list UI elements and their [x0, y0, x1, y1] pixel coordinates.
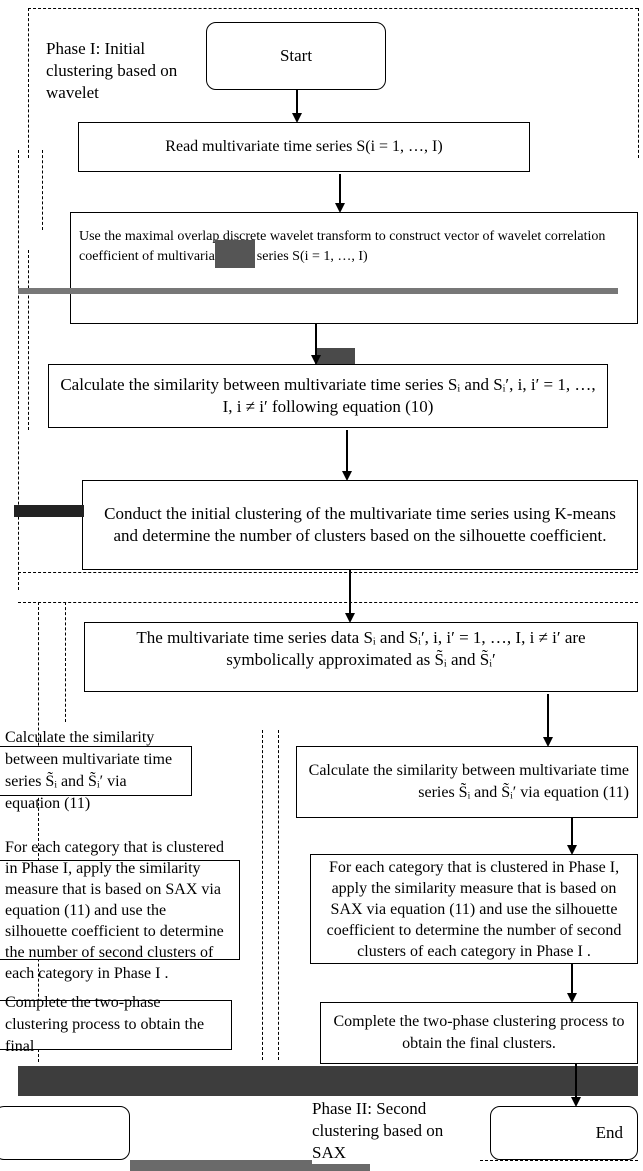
phase1-frame-left-2 — [18, 150, 19, 590]
glitch-block-2 — [18, 288, 618, 294]
phase1-label: Phase I: Initial clustering based on wav… — [46, 38, 186, 104]
phase2-frame-mid — [262, 730, 263, 1060]
glitch-block-1 — [215, 240, 255, 268]
category-box-right: For each category that is clustered in P… — [310, 854, 638, 964]
end-node-left-ghost — [0, 1106, 130, 1160]
phase1-inner-left — [42, 150, 43, 230]
phase2-frame-mid-2 — [278, 730, 279, 1060]
start-node: Start — [206, 22, 386, 90]
sax-box: The multivariate time series data Sᵢ and… — [84, 622, 638, 692]
phase1-frame-top — [28, 8, 638, 9]
complete-box-right: Complete the two-phase clustering proces… — [320, 1002, 638, 1064]
dark-band-bottom — [130, 1160, 370, 1171]
kmeans-box: Conduct the initial clustering of the mu… — [82, 480, 638, 570]
phase2-frame-left-2 — [65, 602, 66, 722]
end-node: End — [490, 1106, 638, 1160]
category-box-left: For each category that is clustered in P… — [0, 839, 240, 982]
phase1-frame-bottom — [18, 572, 638, 573]
similarity-sax-box-right: Calculate the similarity between multiva… — [296, 746, 638, 818]
phase2-frame-top — [18, 602, 638, 603]
glitch-block-4 — [14, 505, 84, 517]
dark-band — [18, 1066, 638, 1096]
similarity-box: Calculate the similarity between multiva… — [48, 364, 608, 428]
phase1-inner-left-2 — [28, 250, 29, 430]
complete-box-left: Complete the two-phase clustering proces… — [0, 994, 232, 1055]
read-series-box: Read multivariate time series S(i = 1, …… — [78, 122, 530, 172]
phase2-frame-bottom — [370, 1160, 638, 1161]
phase1-frame-right — [638, 8, 639, 158]
phase2-frame-left — [38, 602, 39, 1062]
phase2-label: Phase II: Second clustering based on SAX — [312, 1098, 480, 1164]
phase1-frame-left — [28, 8, 29, 158]
